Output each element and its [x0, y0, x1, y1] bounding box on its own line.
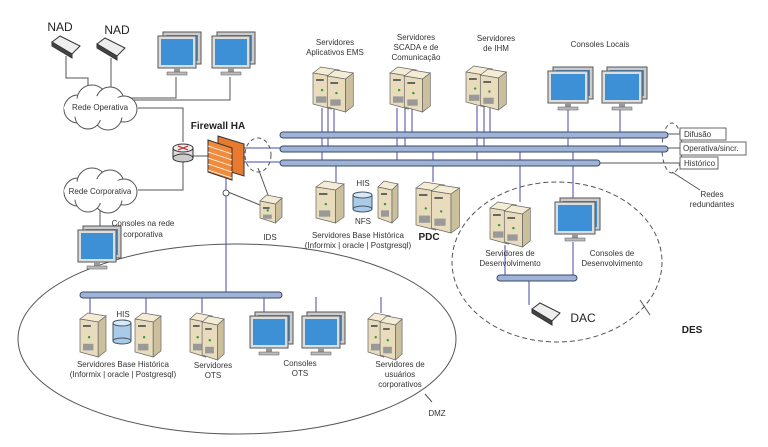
- ems-label-2: Aplicativos EMS: [306, 48, 364, 57]
- his-server-2: [377, 180, 399, 224]
- dmz-his-server-1: [79, 312, 107, 358]
- pdc-label: PDC: [418, 232, 439, 243]
- monitor-ots-1: [249, 311, 294, 356]
- scada-label-3: Comunicação: [392, 53, 441, 62]
- nfs-label: NFS: [355, 217, 371, 226]
- ids-label: IDS: [263, 233, 276, 242]
- dev-servers-label-1: Servidores de: [485, 249, 535, 258]
- dev-servers-b: [503, 204, 532, 248]
- pdc-servers-b: [430, 184, 461, 234]
- nad-label-1: NAD: [47, 20, 73, 34]
- dmz-his-server-2: [134, 312, 162, 358]
- scada-servers-b: [403, 69, 432, 113]
- bus-label-box-difusao: [679, 127, 727, 141]
- scada-label-2: SCADA e de: [394, 43, 439, 52]
- consoles-locais-label: Consoles Locais: [571, 40, 630, 49]
- bus-label-operativa: Operativa/sincr.: [683, 144, 739, 153]
- device-icons: [51, 31, 669, 361]
- bus-historico: [279, 159, 601, 167]
- consoles-corporativa-label-1: Consoles na rede: [112, 219, 175, 228]
- bus-label-box-historico: [679, 156, 719, 170]
- dac-device: [531, 302, 561, 326]
- cloud-rede-corporativa: [63, 167, 138, 214]
- ots-consoles-label-1: Consoles: [283, 359, 316, 368]
- bus-des: [496, 274, 578, 282]
- ihm-servers-b: [479, 68, 508, 111]
- cloud-rede-operativa: [63, 84, 138, 131]
- nad-device-1: [51, 35, 81, 59]
- dev-consoles-label-2: Desenvolvimento: [581, 259, 643, 268]
- his-nfs-storage: [352, 191, 373, 213]
- redes-redundantes-label-2: redundantes: [690, 200, 734, 209]
- monitor-dev: [554, 197, 601, 242]
- corp-users-label-3: corporativos: [378, 380, 422, 389]
- ihm-label-1: Servidores: [477, 34, 515, 43]
- rede-corporativa-label: Rede Corporativa: [69, 187, 132, 196]
- dev-servers-label-2: Desenvolvimento: [479, 259, 541, 268]
- bus-difusao: [279, 131, 669, 139]
- des-label: DES: [682, 325, 703, 336]
- ots-consoles-label-2: OTS: [292, 369, 308, 378]
- dmz-base-historica-label-2: (Informix | oracle | Postgresql): [70, 370, 177, 379]
- consoles-corporativa-label-2: corporativa: [123, 230, 163, 239]
- bus-operativa: [279, 145, 669, 153]
- scada-label-1: Servidores: [397, 33, 435, 42]
- ihm-label-2: de IHM: [483, 44, 509, 53]
- base-historica-label-2: (Informix | oracle | Postgresql): [305, 241, 412, 250]
- redes-redundantes-label-1: Redes: [700, 190, 723, 199]
- bus-label-box-operativa: [679, 141, 747, 156]
- dmz-label: DMZ: [428, 409, 445, 418]
- firewall-label: Firewall HA: [191, 121, 245, 132]
- monitor-corporativa: [77, 225, 122, 270]
- nad-device-2: [96, 37, 126, 61]
- bus-label-historico: Histórico: [684, 159, 716, 168]
- dev-consoles-label-1: Consoles de: [590, 249, 635, 258]
- bus-label-difusao: Difusão: [684, 130, 712, 139]
- ots-servers-label-2: OTS: [205, 371, 221, 380]
- ots-servers-b: [201, 315, 225, 361]
- monitor-local-2: [601, 66, 648, 111]
- dac-label: DAC: [570, 311, 596, 325]
- firewall-icon: [207, 135, 245, 181]
- ems-servers-b: [326, 69, 355, 113]
- dmz-base-historica-label-1: Servidores Base Histórica: [77, 360, 170, 369]
- corp-users-label-1: Servidores de: [375, 360, 425, 369]
- base-historica-label-1: Servidores Base Histórica: [312, 231, 405, 240]
- monitor-local-1: [547, 66, 594, 111]
- corp-user-servers-b: [379, 315, 403, 361]
- dmz-his-label: HIS: [116, 310, 129, 319]
- dmz-his-storage: [112, 319, 132, 345]
- ems-label-1: Servidores: [316, 38, 354, 47]
- monitor-ots-2: [301, 311, 346, 356]
- ots-servers-label-1: Servidores: [194, 361, 232, 370]
- his-label: HIS: [356, 179, 369, 188]
- rede-operativa-label: Rede Operativa: [72, 103, 129, 112]
- router-icon: [172, 143, 194, 163]
- corp-users-label-2: usuários: [385, 370, 415, 379]
- ids-server: [259, 194, 283, 224]
- his-server-1: [315, 180, 345, 224]
- monitor-operativa-2: [211, 31, 256, 76]
- monitor-operativa-1: [157, 31, 202, 76]
- bus-dmz: [79, 291, 283, 299]
- nad-label-2: NAD: [104, 23, 130, 37]
